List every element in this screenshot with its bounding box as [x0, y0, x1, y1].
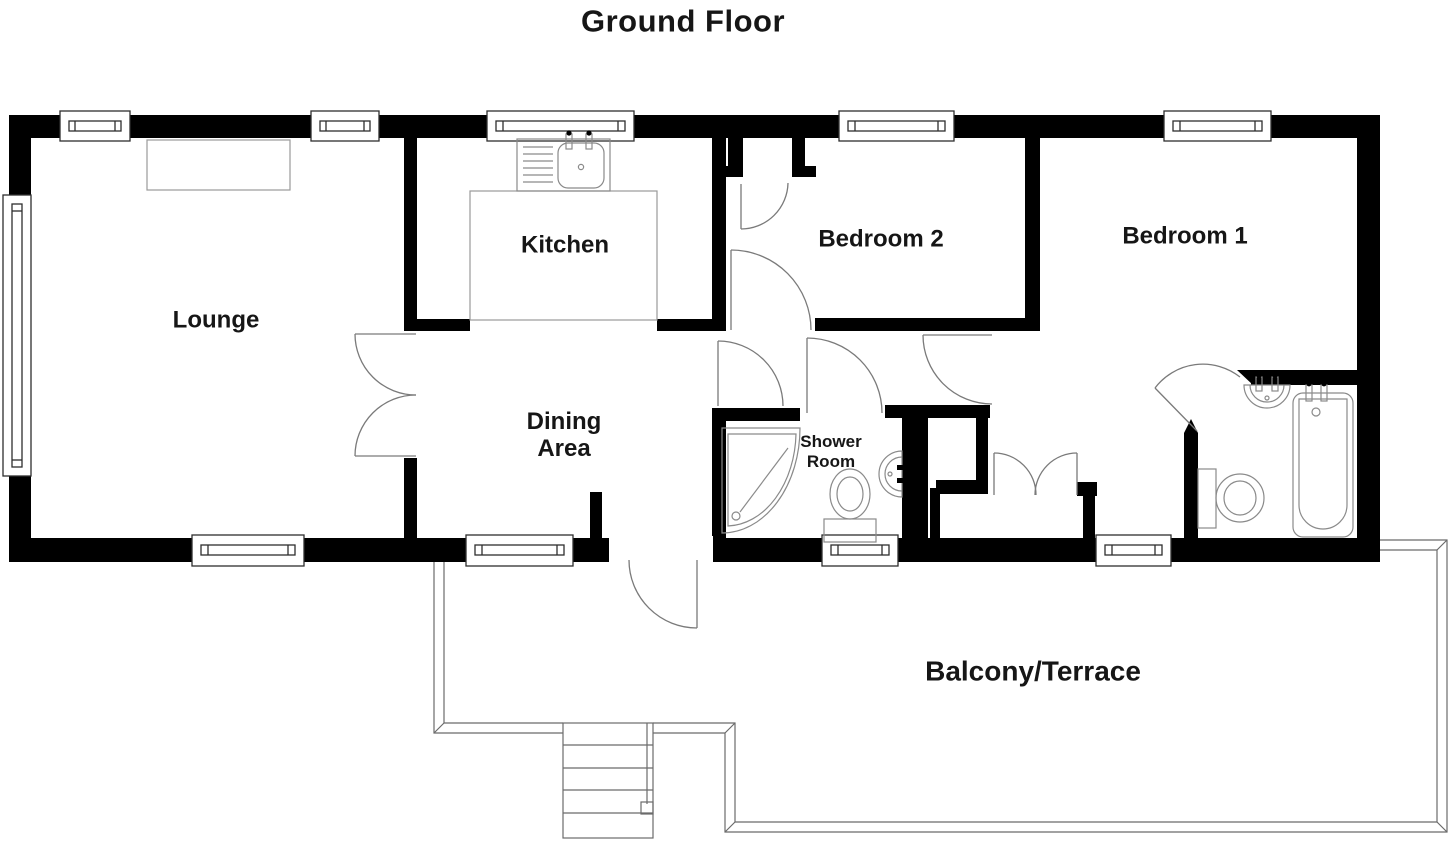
room-label-dining-area: Dining Area	[526, 408, 602, 463]
door-shower-room	[806, 337, 883, 414]
bathtub	[1292, 381, 1354, 538]
window-bedroom2	[838, 110, 955, 142]
shower-line2: Room	[806, 452, 856, 471]
room-label-bedroom2: Bedroom 2	[818, 225, 944, 253]
shower-line1: Shower	[800, 431, 862, 451]
double-doors-lounge-dining	[354, 333, 417, 457]
window-lounge-side	[2, 194, 32, 477]
window-bedroom1	[1163, 110, 1272, 142]
door-bedroom1	[922, 334, 993, 405]
toilet-bathroom	[1197, 468, 1265, 529]
basin-shower-room	[878, 450, 903, 498]
dining-line2: Area	[537, 435, 591, 462]
window-lounge-top-right	[310, 110, 380, 142]
doors	[354, 182, 1241, 629]
toilet-shower-room	[823, 468, 877, 543]
dining-line1: Dining	[526, 408, 602, 436]
window-lounge-top-left	[59, 110, 131, 142]
window-shower-room	[821, 534, 899, 567]
window-kitchen	[486, 110, 635, 142]
windows	[2, 110, 1272, 567]
balcony-edge	[433, 539, 1448, 833]
fixtures	[146, 130, 1354, 543]
exterior-walls	[9, 115, 1380, 562]
kitchen-sink	[516, 130, 611, 192]
room-label-kitchen: Kitchen	[520, 231, 610, 259]
door-cupboard-bedroom2	[740, 182, 789, 230]
interior-walls	[404, 138, 1357, 540]
corner-shower	[721, 427, 801, 534]
room-label-shower-room: Shower Room	[800, 432, 861, 472]
stair-newel-post	[640, 801, 654, 815]
page-title: Ground Floor	[580, 3, 786, 39]
door-bedroom2	[730, 249, 812, 331]
window-inner-hall	[1095, 534, 1172, 567]
lounge-unit	[146, 139, 291, 191]
staircase	[562, 722, 654, 839]
room-label-balcony-terrace: Balcony/Terrace	[925, 655, 1141, 687]
window-dining	[465, 534, 574, 567]
door-balcony-entrance	[628, 559, 698, 629]
double-doors-hall-cupboard	[993, 452, 1078, 496]
room-label-lounge: Lounge	[172, 306, 260, 334]
balcony-door-opening	[609, 536, 713, 564]
window-lounge-bottom	[191, 534, 305, 567]
bathroom-sink	[1243, 373, 1291, 409]
door-bathroom	[1154, 363, 1241, 432]
door-hallway-dining	[717, 340, 784, 407]
room-label-bedroom1: Bedroom 1	[1122, 222, 1248, 250]
